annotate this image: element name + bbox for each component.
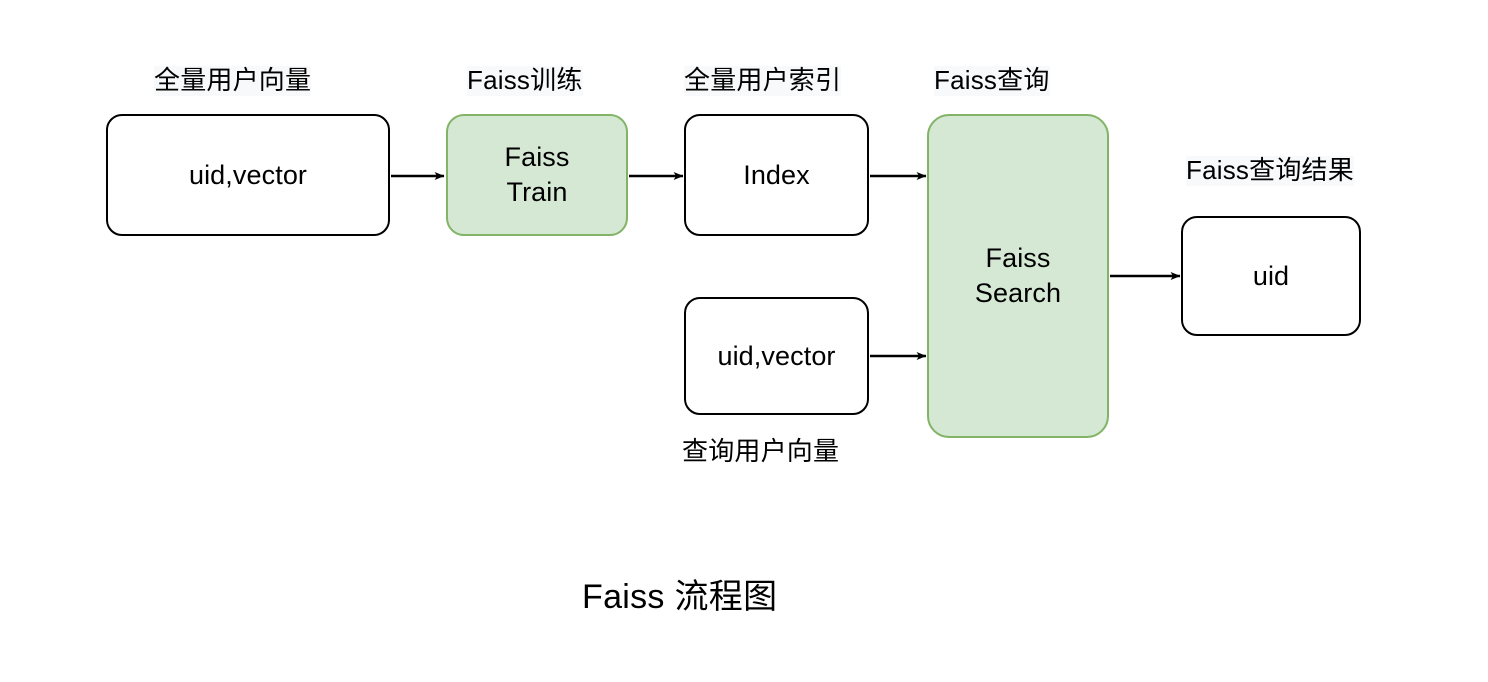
label-faiss-result: Faiss查询结果 [1186, 155, 1354, 186]
node-all-user-vector[interactable]: uid,vector [106, 114, 390, 236]
node-result-uid[interactable]: uid [1181, 216, 1361, 336]
label-faiss-train: Faiss训练 [467, 65, 583, 96]
label-faiss-query: Faiss查询 [934, 65, 1050, 96]
label-query-user-vector: 查询用户向量 [682, 436, 840, 466]
diagram-title: Faiss 流程图 [582, 578, 778, 616]
node-faiss-search[interactable]: Faiss Search [927, 114, 1109, 438]
node-index[interactable]: Index [684, 114, 869, 236]
node-query-user-vector[interactable]: uid,vector [684, 297, 869, 415]
node-faiss-train[interactable]: Faiss Train [446, 114, 628, 236]
label-all-user-index: 全量用户索引 [684, 65, 842, 96]
label-all-user-vector: 全量用户向量 [154, 65, 312, 96]
